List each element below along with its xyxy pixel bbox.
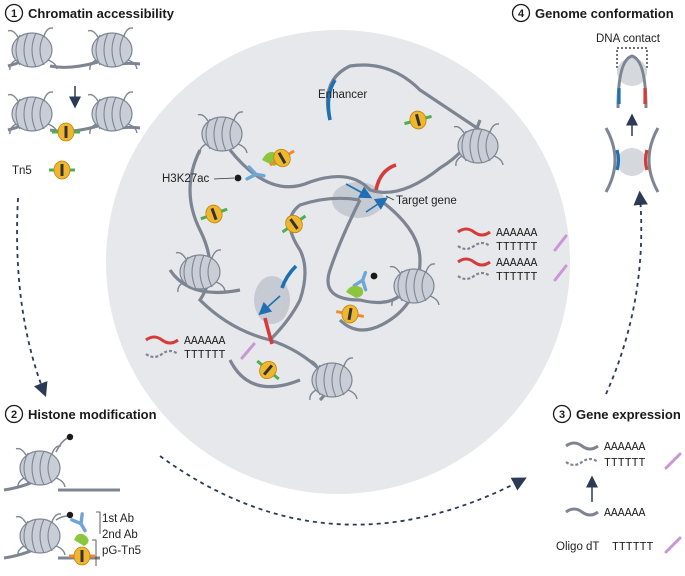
oligo-dt-label: Oligo dT (556, 541, 599, 553)
transcript-3-polyt-label: TTTTTT (184, 349, 226, 362)
section-2-title: Histone modification (28, 407, 157, 422)
histone-modification-panel: 1st Ab 2nd Ab pG-Tn5 (3, 433, 141, 566)
section-4-number: 4 (518, 8, 525, 20)
pg-tn5-icon (69, 546, 95, 566)
acetyl-mark-icon (66, 433, 74, 441)
transcript-2-polya-label: AAAAAA (496, 257, 538, 270)
second-antibody-icon (74, 533, 89, 546)
first-antibody-icon (70, 512, 92, 536)
section-3-number: 3 (559, 409, 565, 421)
expr-polya-label: AAAAAA (604, 441, 646, 454)
gene-expression-panel: AAAAAA TTTTTT AAAAAA Oligo dT TTTTTT (556, 441, 682, 554)
section-4-heading: 4 Genome conformation (511, 3, 674, 23)
flow-arrow-2-to-3 (159, 455, 527, 526)
flow-arrow-3-to-4 (605, 190, 648, 395)
expr-polyt-label: TTTTTT (604, 457, 646, 470)
transcript-1-polyt-label: TTTTTT (496, 241, 538, 254)
tn5-label: Tn5 (12, 165, 32, 177)
dna-contact-box (616, 47, 648, 71)
genome-conformation-panel: DNA contact (596, 33, 661, 193)
transcript-3: AAAAAA TTTTTT (145, 335, 256, 362)
tn5-bound-icon (52, 122, 80, 142)
second-ab-label: 2nd Ab (102, 529, 138, 541)
oligo-dt-seq-label: TTTTTT (612, 541, 654, 554)
pg-tn5-label: pG-Tn5 (102, 545, 141, 557)
section-4-title: Genome conformation (535, 6, 674, 21)
flow-arrow-1-to-2 (16, 197, 48, 398)
h3k27ac-label: H3K27ac (162, 173, 210, 185)
section-3-title: Gene expression (576, 407, 681, 422)
transcript-1-polya-label: AAAAAA (496, 227, 538, 240)
chromatin-accessibility-panel: Tn5 (7, 27, 141, 180)
mrna-polya-label: AAAAAA (604, 507, 646, 520)
section-1-title: Chromatin accessibility (28, 6, 175, 21)
dna-contact-label: DNA contact (596, 33, 661, 45)
section-2-heading: 2 Histone modification (4, 404, 157, 424)
enhancer-label: Enhancer (318, 89, 367, 101)
section-1-number: 1 (11, 8, 17, 20)
transcript-2-polyt-label: TTTTTT (496, 271, 538, 284)
section-1-heading: 1 Chromatin accessibility (4, 3, 175, 23)
first-ab-label: 1st Ab (102, 513, 134, 525)
central-chromatin: Enhancer H3K27ac Target gene AAAAAA TTTT… (145, 63, 568, 402)
target-gene-label: Target gene (396, 195, 457, 207)
tn5-icon (49, 160, 75, 180)
section-3-heading: 3 Gene expression (552, 404, 681, 424)
transcript-2: AAAAAA TTTTTT (457, 257, 568, 284)
transcript-3-polya-label: AAAAAA (184, 335, 226, 348)
transcript-1: AAAAAA TTTTTT (457, 227, 568, 254)
section-2-number: 2 (11, 409, 17, 421)
